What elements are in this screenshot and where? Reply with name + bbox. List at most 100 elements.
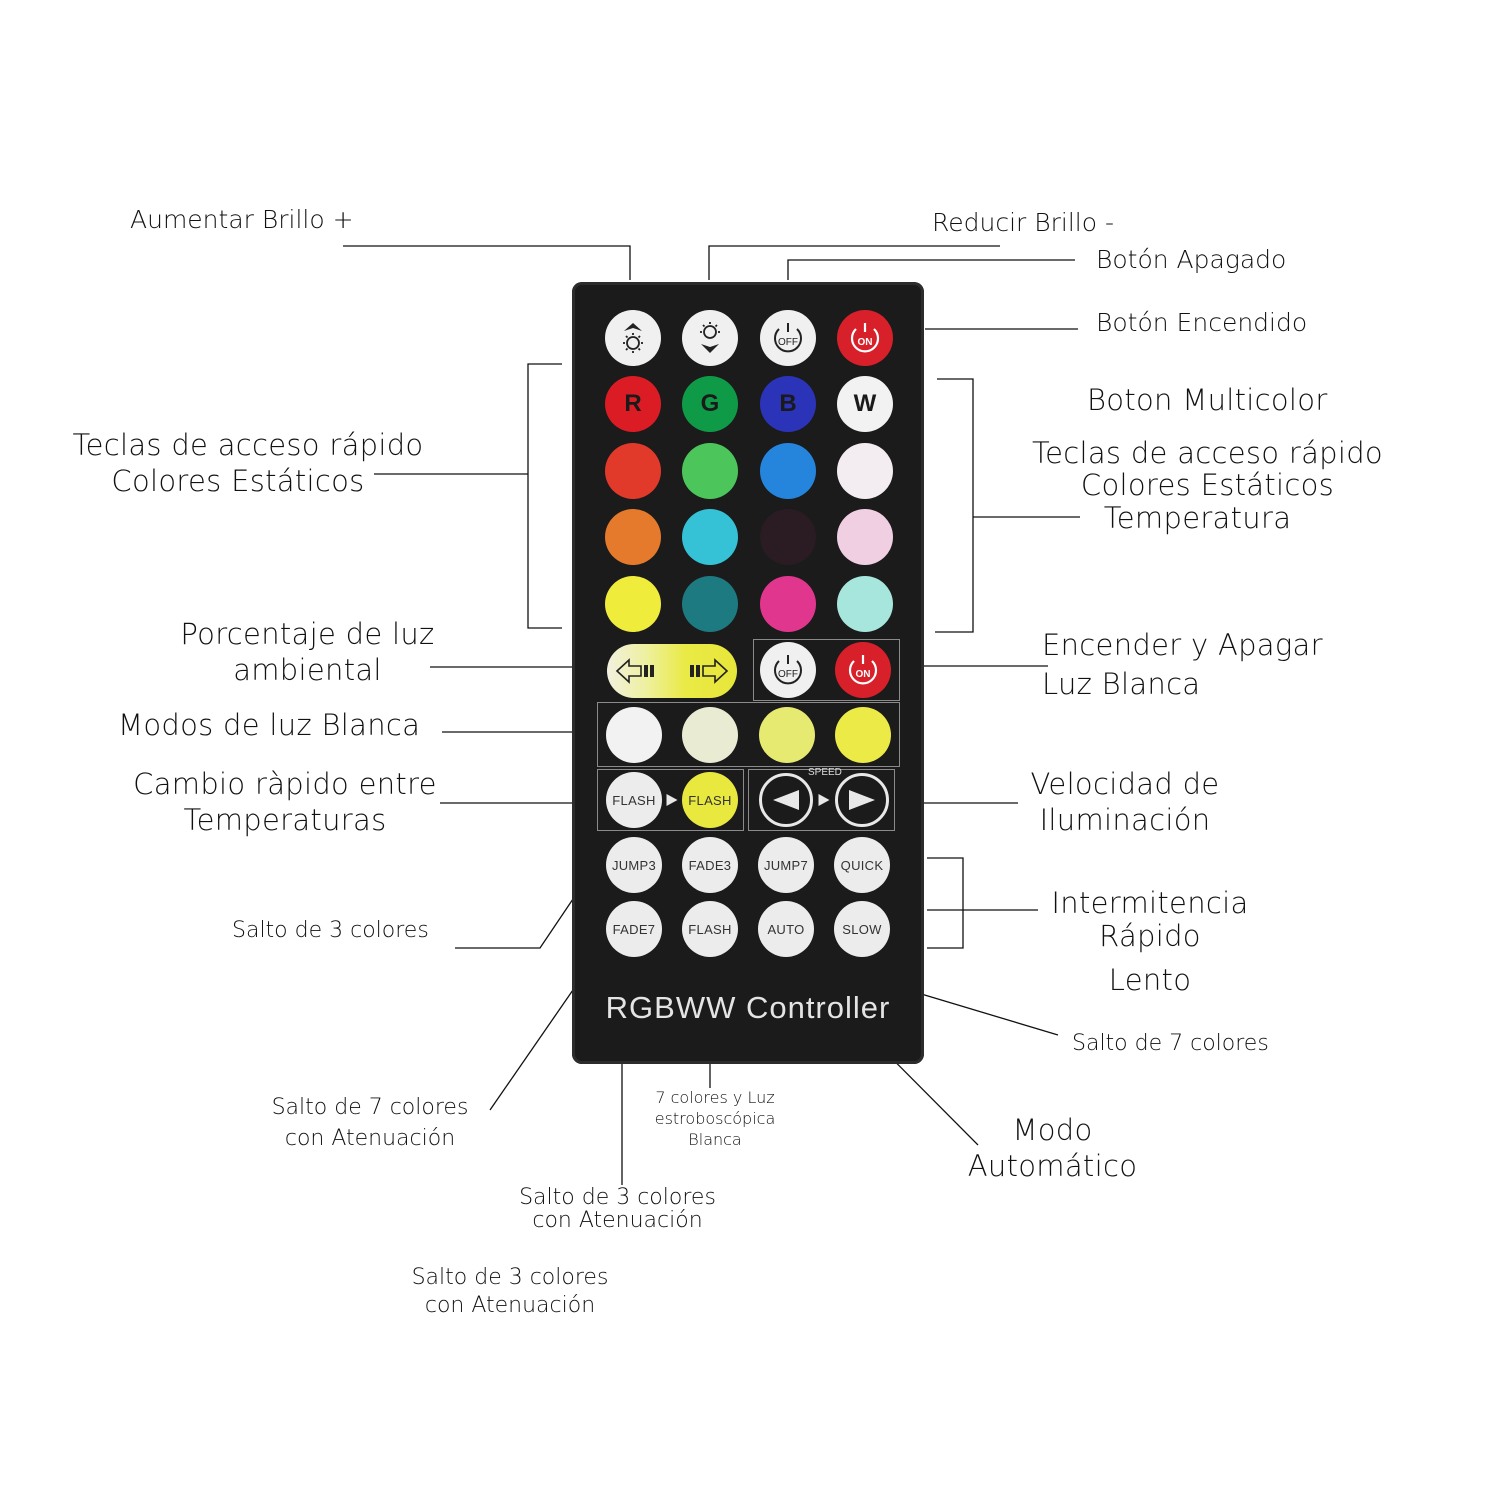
ambient-percent-rocker[interactable]	[607, 644, 737, 698]
arrow-left-icon[interactable]	[615, 656, 661, 686]
remote-control: OFF ON R G B W OFF ON	[572, 282, 924, 1064]
label-temp-switch: Cambio ràpido entre Temperaturas	[120, 766, 450, 839]
color-button[interactable]	[682, 576, 738, 632]
flash-yellow-button[interactable]: FLASH	[682, 772, 738, 828]
label-line: con Atenuación	[284, 1125, 456, 1151]
brightness-up-button[interactable]	[605, 310, 661, 366]
label-line: Colores Estáticos	[1080, 468, 1335, 503]
power-on-icon: ON	[850, 323, 880, 353]
power-off-icon: OFF	[774, 323, 802, 353]
label-line: Velocidad de	[1030, 767, 1220, 801]
label-line: Automático	[967, 1149, 1138, 1184]
white-button[interactable]: W	[837, 376, 893, 432]
label-fade7: Salto de 7 colores con Atenuación	[250, 1094, 490, 1152]
triangle-left-icon	[773, 790, 799, 810]
flash-temp-group	[597, 769, 744, 831]
quick-button[interactable]: QUICK	[834, 837, 890, 893]
power-off-icon: OFF	[774, 655, 802, 685]
fade7-button[interactable]: FADE7	[606, 901, 662, 957]
brightness-down-button[interactable]	[682, 310, 738, 366]
triangle-right-icon	[818, 794, 830, 806]
color-button[interactable]	[837, 576, 893, 632]
svg-text:OFF: OFF	[778, 669, 798, 680]
speed-up-button[interactable]	[835, 773, 889, 827]
color-button[interactable]	[682, 509, 738, 565]
power-off-button[interactable]: OFF	[760, 310, 816, 366]
svg-text:OFF: OFF	[778, 337, 798, 348]
label-decrease-brightness: Reducir Brillo -	[932, 208, 1115, 237]
color-button[interactable]	[605, 509, 661, 565]
svg-text:ON: ON	[856, 669, 871, 680]
label-line: Modo	[1012, 1113, 1093, 1147]
power-on-icon: ON	[848, 655, 878, 685]
label-line: Salto de 3 colores	[411, 1265, 609, 1290]
svg-text:ON: ON	[858, 337, 873, 348]
jump3-button[interactable]: JUMP3	[606, 837, 662, 893]
brand-label: RGBWW Controller	[605, 990, 891, 1025]
white-on-button[interactable]: ON	[835, 642, 891, 698]
label-white-modes: Modos de luz Blanca	[118, 708, 421, 742]
label-fade3-bottom: Salto de 3 colores con Atenuación	[390, 1264, 630, 1319]
jump7-button[interactable]: JUMP7	[758, 837, 814, 893]
label-line: Temperatura	[1103, 500, 1292, 535]
label-white-on-off: Encender y Apagar Luz Blanca	[1042, 627, 1323, 703]
color-button[interactable]	[837, 443, 893, 499]
label-line: con Atenuación	[532, 1208, 703, 1234]
blue-button[interactable]: B	[760, 376, 816, 432]
label-line: estroboscópica	[654, 1108, 776, 1128]
label-auto: Modo Automático	[950, 1112, 1155, 1185]
green-button[interactable]: G	[682, 376, 738, 432]
label-jump7: Salto de 7 colores	[1072, 1031, 1269, 1056]
label-multicolor: Boton Multicolor	[1087, 383, 1328, 417]
color-button[interactable]	[682, 443, 738, 499]
white-mode-button[interactable]	[835, 707, 891, 763]
brightness-up-icon	[623, 323, 643, 353]
red-button[interactable]: R	[605, 376, 661, 432]
slow-button[interactable]: SLOW	[834, 901, 890, 957]
label-off-button: Botón Apagado	[1096, 245, 1287, 274]
label-static-colors-left: Teclas de acceso rápido Colores Estático…	[58, 427, 438, 500]
label-line: Temperaturas	[183, 803, 387, 838]
speed-down-button[interactable]	[759, 773, 813, 827]
label-line: Intermitencia	[1051, 886, 1249, 920]
auto-button[interactable]: AUTO	[758, 901, 814, 957]
triangle-right-icon	[666, 794, 678, 806]
white-power-group	[753, 639, 900, 701]
label-line: Blanca	[688, 1129, 742, 1149]
label-fade3-mid: Salto de 3 colores con Atenuación	[505, 1186, 730, 1232]
label-line: Colores Estáticos	[111, 464, 365, 499]
label-line: Iluminación	[1039, 803, 1211, 838]
color-button[interactable]	[760, 509, 816, 565]
label-line: Lento	[1108, 962, 1192, 997]
color-button[interactable]	[837, 509, 893, 565]
flash-button[interactable]: FLASH	[682, 901, 738, 957]
label-line: ambiental	[233, 653, 382, 688]
white-modes-group	[597, 702, 900, 767]
label-line: Teclas de acceso rápido	[72, 428, 424, 462]
color-button[interactable]	[605, 443, 661, 499]
white-mode-button[interactable]	[606, 707, 662, 763]
label-line: Luz Blanca	[1042, 667, 1201, 702]
label-line: Teclas de acceso rápido	[1032, 436, 1383, 470]
label-flash7: 7 colores y Luz estroboscópica Blanca	[635, 1088, 795, 1150]
label-jump3: Salto de 3 colores	[232, 918, 429, 943]
flash-white-button[interactable]: FLASH	[606, 772, 662, 828]
label-line: Encender y Apagar	[1042, 628, 1323, 662]
white-mode-button[interactable]	[682, 707, 738, 763]
label-increase-brightness: Aumentar Brillo +	[130, 205, 354, 234]
speed-label: SPEED	[808, 767, 842, 778]
arrow-right-icon[interactable]	[683, 656, 729, 686]
fade3-button[interactable]: FADE3	[682, 837, 738, 893]
power-on-button[interactable]: ON	[837, 310, 893, 366]
white-off-button[interactable]: OFF	[760, 642, 816, 698]
speed-group	[748, 769, 895, 831]
label-ambient-percent: Porcentaje de luz ambiental	[170, 616, 445, 689]
color-button[interactable]	[605, 576, 661, 632]
color-button[interactable]	[760, 443, 816, 499]
label-line: Rápido	[1099, 919, 1201, 954]
color-button[interactable]	[760, 576, 816, 632]
label-line: Porcentaje de luz	[180, 617, 435, 651]
label-line: 7 colores y Luz	[655, 1088, 775, 1107]
white-mode-button[interactable]	[759, 707, 815, 763]
